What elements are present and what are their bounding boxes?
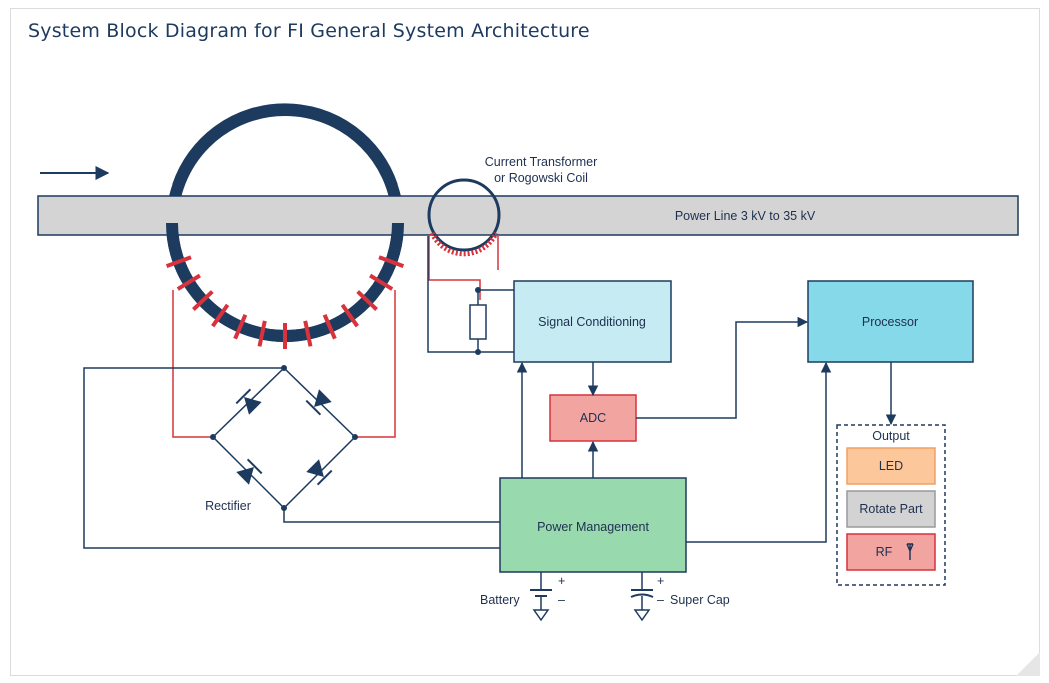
winding-turn	[233, 314, 248, 340]
winding-turn	[192, 290, 214, 311]
adc-label: ADC	[580, 411, 606, 425]
output-group: Output LED Rotate Part RF	[836, 424, 946, 586]
winding-turn	[211, 303, 230, 328]
rf-block	[846, 533, 936, 571]
arrow-adc-to-processor	[636, 316, 809, 419]
winding-turn	[322, 314, 337, 340]
power-management-block: Power Management	[499, 477, 687, 573]
rf-label: RF	[876, 545, 893, 559]
rectifier-bridge	[211, 366, 357, 510]
ct-label-line2: or Rogowski Coil	[494, 171, 588, 185]
harvester-core-front	[166, 222, 404, 342]
rectifier-nodes	[210, 365, 358, 511]
led-label: LED	[879, 459, 903, 473]
harvester-core-top	[172, 103, 398, 188]
processor-label: Processor	[862, 315, 918, 329]
output-title: Output	[872, 429, 910, 443]
signal-conditioning-label: Signal Conditioning	[538, 315, 646, 329]
harvester-windings	[165, 255, 405, 349]
super-cap-label: Super Cap	[670, 593, 730, 607]
rectifier-label: Rectifier	[205, 499, 251, 513]
rectifier-output-neg	[283, 508, 500, 523]
super-cap-plus: +	[657, 574, 664, 588]
winding-turn	[369, 273, 394, 291]
rotate-part-label: Rotate Part	[859, 502, 923, 516]
signal-conditioning-block: Signal Conditioning	[513, 280, 672, 363]
diode-symbol	[305, 389, 332, 416]
coil-lead-right	[355, 290, 396, 438]
winding-turn	[165, 255, 192, 268]
ct-label-line1: Current Transformer	[485, 155, 598, 169]
winding-turn	[378, 255, 405, 268]
led-block	[846, 447, 936, 485]
winding-turn	[257, 320, 267, 347]
winding-turn	[340, 303, 359, 328]
super-cap-symbol	[630, 572, 654, 622]
coil-lead-left	[172, 290, 213, 438]
page-title: System Block Diagram for FI General Syst…	[28, 20, 590, 42]
diode-symbol	[235, 388, 262, 415]
burden-resistor	[427, 236, 514, 355]
battery-minus: –	[558, 593, 565, 607]
power-line-label: Power Line 3 kV to 35 kV	[675, 209, 816, 223]
super-cap-minus: –	[657, 593, 664, 607]
antenna-icon	[906, 543, 914, 560]
adc-block: ADC	[549, 394, 637, 442]
diode-symbol	[306, 459, 333, 486]
power-management-label: Power Management	[537, 520, 649, 534]
winding-turn	[303, 320, 313, 347]
rectifier-diodes	[235, 388, 333, 486]
battery-symbol	[530, 572, 552, 622]
battery-plus: +	[558, 574, 565, 588]
page-corner-fold	[1016, 652, 1040, 676]
diode-symbol	[236, 458, 263, 485]
rectifier-output-pos	[83, 367, 500, 549]
power-line: Power Line 3 kV to 35 kV	[37, 195, 1019, 236]
battery-label: Battery	[480, 593, 520, 607]
processor-block: Processor	[807, 280, 974, 363]
winding-turn	[356, 290, 378, 311]
arrow-pm-to-processor	[686, 361, 832, 543]
winding-turn	[176, 273, 201, 291]
rotate-part-block	[846, 490, 936, 528]
